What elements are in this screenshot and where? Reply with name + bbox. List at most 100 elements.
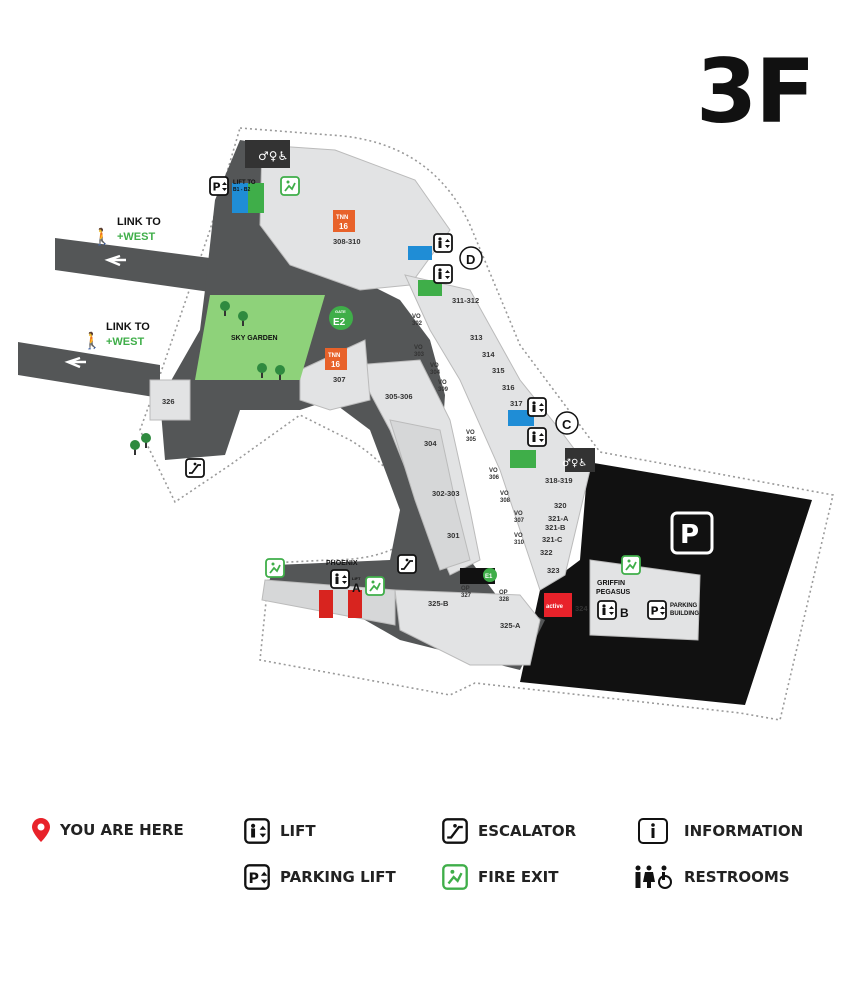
tnn-logo-num: 16 [339, 222, 348, 231]
gate-e2-label: E2 [333, 317, 346, 328]
phoenix-block-2 [348, 590, 362, 618]
legend-information: INFORMATION [638, 818, 803, 844]
information-icon [638, 818, 668, 844]
lift-icon[interactable] [597, 600, 617, 620]
lift-d-blue [408, 246, 432, 260]
unit-label: 311-312 [452, 296, 479, 305]
lift-icon[interactable] [433, 264, 453, 284]
lift-a-word: LIFT [352, 576, 361, 581]
shop-block-325 [394, 589, 541, 666]
restroom-block-north [245, 140, 290, 168]
kiosk-vo-label: VO [500, 491, 509, 497]
unit-label: 321-A [548, 514, 569, 523]
fire-exit-icon[interactable] [280, 176, 300, 196]
fire-exit-icon[interactable] [365, 576, 385, 596]
fire-exit-icon[interactable] [265, 558, 285, 578]
legend-parking-lift: PARKING LIFT [244, 864, 396, 890]
unit-label: 304 [424, 439, 437, 448]
unit-label: 314 [482, 350, 495, 359]
lift-block-green [248, 183, 264, 213]
tnn-logo-2-num: 16 [331, 360, 340, 369]
west-link-upper [55, 238, 210, 292]
exit-e1-label: E1 [485, 574, 493, 580]
legend-label: RESTROOMS [684, 868, 790, 886]
unit-label: 316 [502, 383, 515, 392]
restrooms-icon [635, 865, 672, 889]
link-west-upper-top[interactable]: LINK TO [117, 216, 161, 228]
kiosk-vo-label: VO [489, 468, 498, 474]
unit-label: 317 [510, 399, 523, 408]
shop-block-301-304 [389, 419, 471, 571]
phoenix-block [319, 590, 333, 618]
link-west-upper-bottom[interactable]: +WEST [117, 231, 155, 243]
fire-exit-icon[interactable] [621, 555, 641, 575]
parking-lift-icon[interactable] [647, 600, 667, 620]
gate-word: GATE [335, 309, 346, 314]
pegasus-label: PEGASUS [596, 589, 631, 596]
kiosk-vo-label: VO [430, 363, 439, 369]
phoenix-label: PHOENIX [326, 560, 358, 567]
lift-c-marker[interactable] [555, 411, 579, 435]
gate-e2-badge [329, 306, 353, 330]
active-brand-label: active [546, 604, 564, 610]
escalator-icon[interactable] [185, 458, 205, 478]
unit-label: 301 [447, 531, 460, 540]
lift-icon [244, 818, 270, 844]
parking-building-label-2: BUILDING [670, 611, 699, 617]
lift-d-marker[interactable] [459, 246, 483, 270]
legend-fire-exit: FIRE EXIT [442, 864, 558, 890]
exit-e1-badge [483, 568, 497, 582]
sky-garden-label: SKY GARDEN [231, 335, 278, 342]
legend-restrooms: RESTROOMS [632, 864, 790, 890]
tree-icon [141, 433, 151, 448]
unit-label: 307 [333, 375, 346, 384]
kiosk-label: 308 [500, 498, 511, 504]
kiosk-label: 309 [438, 387, 449, 393]
kiosk-vo-label: VO [514, 533, 523, 539]
shop-block-307 [299, 339, 371, 411]
tnn-logo-text: TNN [336, 215, 348, 221]
legend-label: ESCALATOR [478, 822, 577, 840]
lift-icon[interactable] [527, 397, 547, 417]
lift-b-label: B [620, 606, 629, 620]
parking-sign-icon [670, 511, 714, 555]
unit-labels: 308-310 311-312 313 314 315 316 317 318-… [162, 237, 588, 630]
legend-you-are-here: YOU ARE HERE [32, 818, 184, 842]
legend-label: FIRE EXIT [478, 868, 559, 886]
parking-building-label-1: PARKING [670, 603, 698, 609]
lift-c-label: C [562, 417, 572, 432]
kiosk-vo-label: VO [414, 345, 423, 351]
parking-lift-icon[interactable] [209, 176, 229, 196]
walking-person-icon: 🚶 [92, 227, 112, 246]
unit-label: 318-319 [545, 476, 573, 485]
lift-c-green [510, 450, 536, 468]
walking-person-icon: 🚶 [82, 331, 102, 350]
lift-icon[interactable] [433, 233, 453, 253]
arrow-left-icon [64, 356, 86, 369]
unit-label: 313 [470, 333, 483, 342]
kiosk-vo-label: VO [438, 380, 447, 386]
link-west-lower-top[interactable]: LINK TO [106, 321, 150, 333]
lift-a-label: A [352, 581, 361, 595]
escalator-icon[interactable] [397, 554, 417, 574]
lift-icon[interactable] [330, 569, 350, 589]
kiosk-vo-label: VO [466, 430, 475, 436]
arrow-left-icon [104, 254, 126, 267]
lift-to-label-2: B1 - B2 [233, 187, 250, 193]
sky-garden [195, 295, 325, 380]
parking-sign-label: P [680, 520, 699, 550]
link-west-lower-bottom[interactable]: +WEST [106, 336, 144, 348]
lift-icon[interactable] [527, 427, 547, 447]
kiosk-op-label: OP [499, 590, 508, 596]
lift-d-label: D [466, 252, 475, 267]
legend-label: INFORMATION [684, 822, 804, 840]
unit-label: 302-303 [432, 489, 460, 498]
kiosk-label: 328 [499, 597, 510, 603]
kiosk-label: 302 [412, 321, 423, 327]
kiosk-label: 327 [461, 593, 472, 599]
lift-block-blue [232, 183, 248, 213]
restroom-block-east [565, 448, 595, 472]
tnn-logo [333, 210, 355, 232]
unit-label: 322 [540, 548, 553, 557]
